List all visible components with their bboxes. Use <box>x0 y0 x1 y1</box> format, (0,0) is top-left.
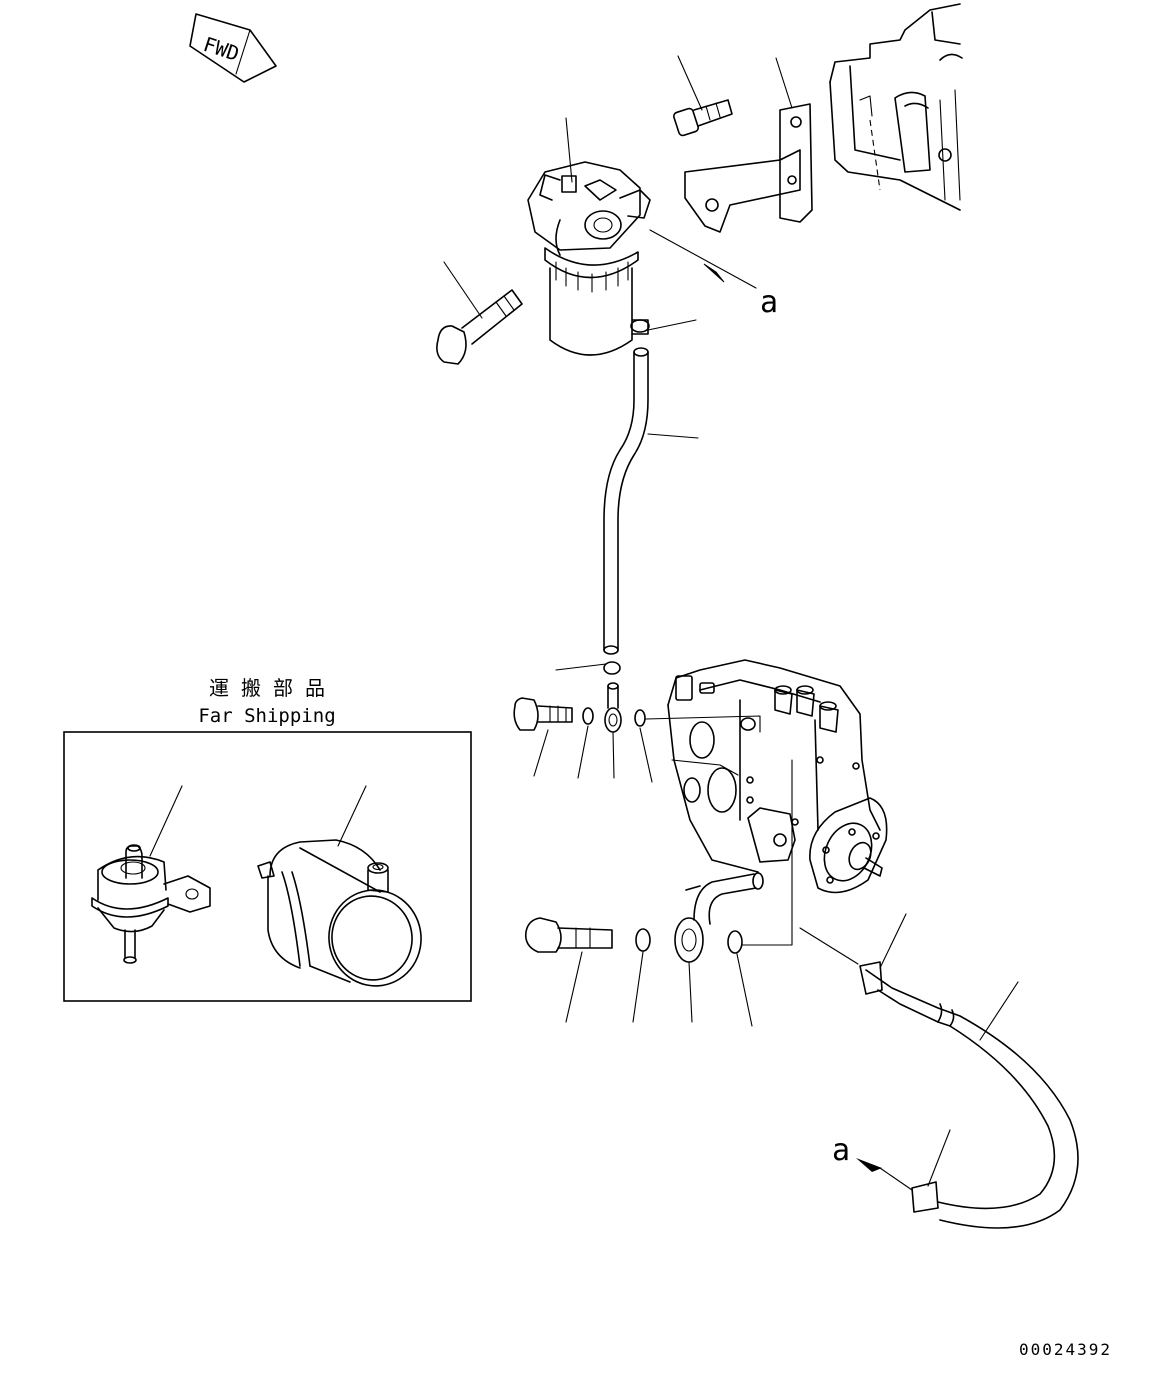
shipping-title-en: Far Shipping <box>198 705 335 727</box>
shipping-title-jp: 運 搬 部 品 <box>209 676 325 700</box>
pump-leader-lines <box>645 715 793 946</box>
hose-clamp-upper <box>630 319 650 335</box>
shipping-parts-frame <box>63 731 472 1002</box>
arrow-marker-a-top: a <box>703 263 778 320</box>
return-pipe <box>685 872 764 925</box>
delivery-valves <box>774 685 839 733</box>
shipping-parts-panel: 運 搬 部 品 Far Shipping <box>63 676 472 1002</box>
bracket-bolt <box>673 99 733 137</box>
engine-block-fragment <box>829 3 963 211</box>
injection-pump <box>667 659 888 894</box>
hose-clamp-lower <box>603 661 621 675</box>
leader-lines <box>149 55 1019 1187</box>
inline-fuel-filter <box>91 844 211 964</box>
arrow-label-a-top: a <box>760 285 778 320</box>
fuel-filter <box>527 161 651 356</box>
return-hose-lower <box>859 961 1079 1229</box>
banjo-assembly-lower <box>524 917 743 963</box>
arrow-marker-a-bottom: a <box>832 1133 913 1191</box>
pump-drive-flange <box>809 797 888 894</box>
filter-cartridge <box>257 839 422 987</box>
fuel-hose-vertical <box>603 347 649 655</box>
banjo-assembly-upper <box>513 682 646 733</box>
filter-bracket <box>684 103 813 233</box>
filter-mount-bolt <box>436 289 523 365</box>
drawing-number: 00024392 <box>1019 1340 1112 1359</box>
arrow-label-a-bottom: a <box>832 1133 850 1168</box>
fwd-marker: FWD <box>189 13 277 83</box>
